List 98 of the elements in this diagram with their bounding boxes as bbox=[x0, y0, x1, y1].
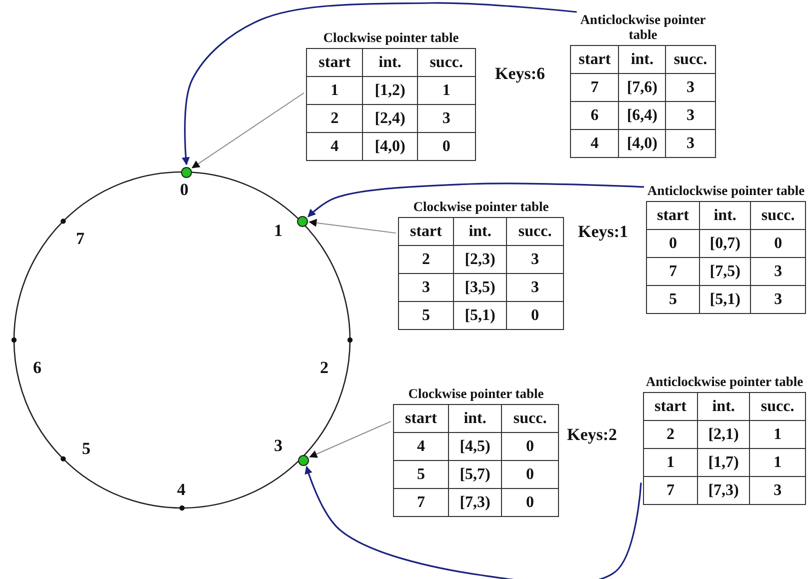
table-cell: 0 bbox=[417, 132, 476, 160]
table-cell: 3 bbox=[417, 104, 476, 132]
table-cell: 5 bbox=[394, 460, 448, 488]
column-header: succ. bbox=[665, 46, 716, 74]
table-cell: [7,3) bbox=[448, 488, 502, 516]
table-cell: 5 bbox=[398, 302, 454, 330]
table-cell: 3 bbox=[398, 274, 454, 302]
table-cell: [7,3) bbox=[697, 476, 750, 504]
arrow bbox=[182, 2, 577, 166]
table-cell: 0 bbox=[506, 302, 564, 330]
column-header: int. bbox=[362, 48, 418, 76]
table-cell: 3 bbox=[506, 246, 564, 274]
column-header: start bbox=[394, 404, 448, 432]
table-cell: 7 bbox=[394, 488, 448, 516]
table-cell: 3 bbox=[665, 74, 716, 102]
arrow bbox=[192, 92, 304, 168]
table-cell: 2 bbox=[398, 246, 454, 274]
column-header: start bbox=[306, 48, 363, 76]
column-header: succ. bbox=[506, 218, 564, 246]
table-cell: [2,4) bbox=[362, 104, 418, 132]
table-title: Anticlockwise pointer table bbox=[646, 183, 806, 198]
arrow bbox=[304, 466, 642, 579]
table-cell: 3 bbox=[506, 274, 564, 302]
table-cell: [0,7) bbox=[699, 230, 751, 258]
table-cell: 4 bbox=[306, 132, 363, 160]
column-header: int. bbox=[699, 202, 751, 230]
table-cell: 1 bbox=[644, 448, 698, 476]
table-cell: 7 bbox=[570, 74, 619, 102]
table-title: Clockwise pointer table bbox=[322, 30, 460, 45]
table-title: Anticlockwise pointer table bbox=[644, 374, 804, 389]
column-header: succ. bbox=[750, 392, 806, 420]
column-header: start bbox=[646, 202, 700, 230]
table-cell: 6 bbox=[570, 102, 619, 130]
column-header: succ. bbox=[750, 202, 806, 230]
column-header: succ. bbox=[502, 404, 558, 432]
table-cell: 0 bbox=[502, 432, 558, 460]
table-cell: [2,3) bbox=[453, 246, 507, 274]
column-header: int. bbox=[453, 218, 507, 246]
table-cell: 0 bbox=[750, 230, 806, 258]
node-dot bbox=[296, 216, 308, 226]
column-header: start bbox=[570, 46, 619, 74]
position-number: 2 bbox=[320, 359, 328, 376]
position-number: 5 bbox=[82, 440, 90, 457]
arrow bbox=[308, 218, 396, 234]
table-title: Clockwise pointer table bbox=[407, 386, 545, 401]
column-header: start bbox=[398, 218, 454, 246]
keys-label: Keys:6 bbox=[495, 65, 546, 82]
table-cell: [7,6) bbox=[618, 74, 666, 102]
position-number: 1 bbox=[274, 222, 282, 239]
column-header: succ. bbox=[417, 48, 476, 76]
position-number: 7 bbox=[76, 230, 84, 247]
table-cell: [7,5) bbox=[699, 258, 751, 286]
table-cell: [5,1) bbox=[699, 286, 751, 314]
table-cell: 1 bbox=[750, 420, 806, 448]
table-cell: 3 bbox=[665, 130, 716, 158]
table-title: Anticlockwise pointer table bbox=[579, 12, 707, 42]
table-cell: [4,0) bbox=[362, 132, 418, 160]
position-number: 0 bbox=[180, 181, 188, 198]
column-header: int. bbox=[697, 392, 750, 420]
table-cell: 1 bbox=[417, 76, 476, 104]
table-cell: [5,7) bbox=[448, 460, 502, 488]
arrow bbox=[309, 420, 392, 458]
table-cell: [3,5) bbox=[453, 274, 507, 302]
table-cell: [4,0) bbox=[618, 130, 666, 158]
keys-label: Keys:1 bbox=[578, 223, 628, 240]
column-header: int. bbox=[448, 404, 502, 432]
table-cell: [2,1) bbox=[697, 420, 750, 448]
position-number: 6 bbox=[33, 359, 42, 376]
table-cell: 2 bbox=[306, 104, 363, 132]
table-cell: 3 bbox=[665, 102, 716, 130]
node-dot bbox=[298, 454, 308, 466]
table-cell: 1 bbox=[306, 76, 363, 104]
table-title: Clockwise pointer table bbox=[412, 199, 550, 214]
table-cell: 4 bbox=[570, 130, 619, 158]
table-cell: 0 bbox=[646, 230, 700, 258]
table-cell: [6,4) bbox=[618, 102, 666, 130]
column-header: start bbox=[644, 392, 698, 420]
position-number: 4 bbox=[177, 481, 186, 498]
table-cell: 3 bbox=[750, 286, 806, 314]
table-cell: 7 bbox=[646, 258, 700, 286]
table-cell: 5 bbox=[646, 286, 700, 314]
keys-label: Keys:2 bbox=[567, 426, 618, 443]
table-cell: [4,5) bbox=[448, 432, 502, 460]
table-cell: 0 bbox=[502, 488, 558, 516]
table-cell: 7 bbox=[644, 476, 698, 504]
arrow bbox=[308, 182, 644, 218]
table-cell: 1 bbox=[750, 448, 806, 476]
table-cell: [1,2) bbox=[362, 76, 418, 104]
table-cell: 2 bbox=[644, 420, 698, 448]
table-cell: 3 bbox=[750, 258, 806, 286]
column-header: int. bbox=[618, 46, 666, 74]
position-number: 3 bbox=[274, 437, 282, 454]
table-cell: 0 bbox=[502, 460, 558, 488]
table-cell: 3 bbox=[750, 476, 806, 504]
table-cell: 4 bbox=[394, 432, 448, 460]
node-dot bbox=[180, 166, 192, 178]
table-cell: [1,7) bbox=[697, 448, 750, 476]
table-cell: [5,1) bbox=[453, 302, 507, 330]
